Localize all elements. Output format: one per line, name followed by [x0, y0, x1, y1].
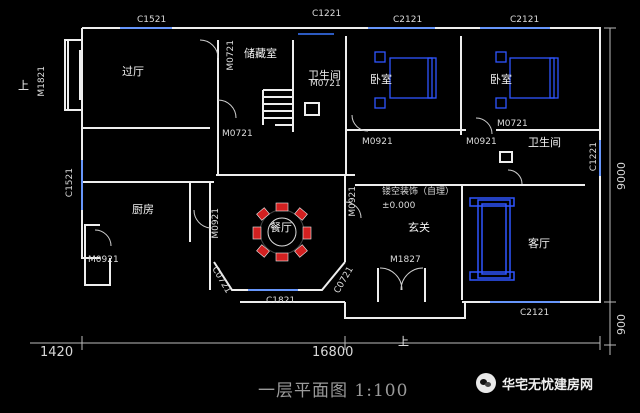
left-porch [64, 39, 82, 111]
room-label-kitchen: 厨房 [132, 203, 154, 216]
code-c1221-right: C1221 [589, 142, 599, 172]
room-label-guoting: 过厅 [122, 65, 144, 78]
room-label-bedroom-1: 卧室 [370, 73, 392, 86]
room-label-dining: 餐厅 [270, 221, 292, 234]
code-m0721-d: M0721 [497, 119, 528, 129]
dim-900: 900 [615, 314, 628, 335]
room-label-living: 客厅 [528, 237, 550, 250]
code-m0721-c: M0721 [222, 129, 253, 139]
room-label-bath-2: 卫生间 [528, 136, 561, 149]
code-c1221-top: C1221 [312, 9, 342, 19]
room-label-bedroom-2: 卧室 [490, 73, 512, 86]
drawing-title: 一层平面图 1:100 [258, 381, 409, 401]
code-m0721-b: M0721 [310, 79, 341, 89]
code-m1827: M1827 [390, 255, 421, 265]
bed-1 [389, 57, 433, 99]
entry-steps [344, 268, 466, 319]
room-label-foyer: 玄关 [408, 221, 430, 234]
wechat-icon [476, 373, 496, 393]
code-c1521-top: C1521 [137, 15, 167, 25]
entry-up-left: 上 [18, 79, 29, 92]
stair [262, 89, 293, 126]
code-c2121-a: C2121 [393, 15, 423, 25]
room-label-bath-1: 卫生间 [308, 69, 341, 82]
code-m0921-d: M0921 [211, 208, 221, 239]
dining-table [267, 217, 297, 247]
code-c2121-b: C2121 [510, 15, 540, 25]
dining-bay-window [213, 261, 346, 291]
watermark: 华宅无忧建房网 [476, 373, 593, 393]
code-m1821: M1821 [37, 66, 47, 97]
outer-wall [81, 27, 601, 303]
code-c2121-bottom: C2121 [520, 308, 550, 318]
dim-1420: 1420 [40, 345, 74, 360]
code-m0921-e: M0921 [88, 255, 119, 265]
room-label-storage: 储藏室 [244, 47, 277, 60]
bed-2 [509, 57, 555, 99]
code-m0921-b: M0921 [466, 137, 497, 147]
watermark-text: 华宅无忧建房网 [502, 377, 594, 393]
code-m0921-a: M0921 [362, 137, 393, 147]
decor-note: 镂空装饰（自理） [382, 187, 455, 197]
code-c1521-left: C1521 [65, 168, 75, 198]
dim-16800: 16800 [312, 345, 354, 360]
kitchen-step [84, 224, 111, 286]
code-c1821: C1821 [266, 296, 296, 306]
sofa [477, 199, 511, 279]
entry-up-bottom: 上 [398, 335, 409, 348]
code-m0721-a: M0721 [226, 40, 236, 71]
dim-9000: 9000 [615, 162, 628, 190]
code-m0921-c: M0921 [348, 186, 358, 217]
elevation-label: ±0.000 [382, 201, 416, 211]
inner-walls [82, 36, 600, 300]
